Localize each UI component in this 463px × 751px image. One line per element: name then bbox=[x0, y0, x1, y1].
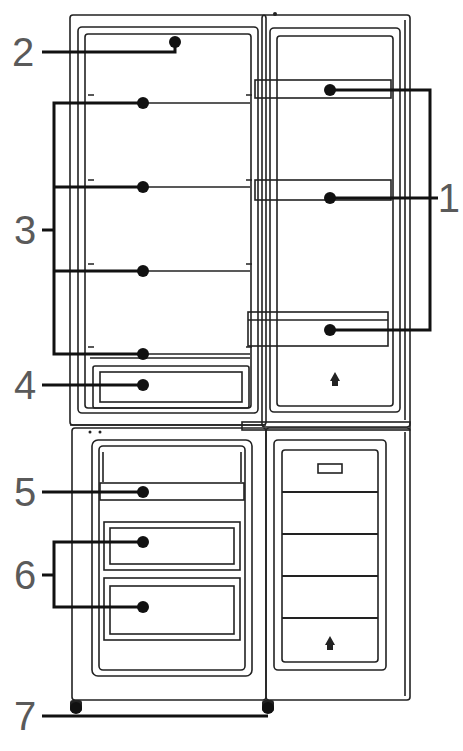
callout-number: 6 bbox=[14, 555, 36, 595]
callout-number: 2 bbox=[12, 32, 34, 72]
callout-number: 7 bbox=[14, 696, 36, 736]
callout-number: 4 bbox=[14, 365, 36, 405]
callout-number: 5 bbox=[14, 472, 36, 512]
callout-number: 1 bbox=[438, 178, 460, 218]
callout-number: 3 bbox=[14, 210, 36, 250]
